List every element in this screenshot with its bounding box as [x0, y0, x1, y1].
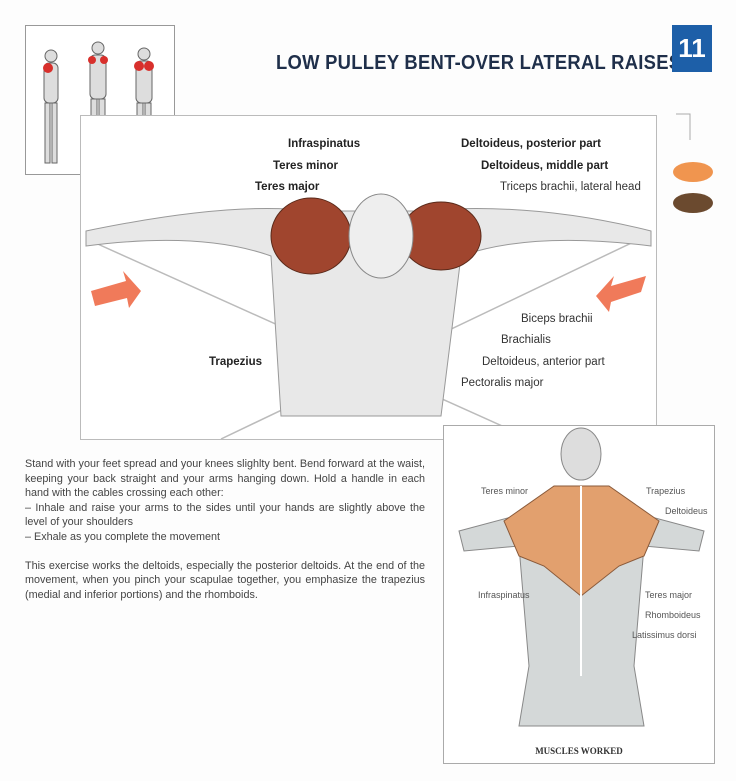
muscles-explanation: This exercise works the deltoids, especi…: [25, 559, 425, 601]
label-deltoideus: Deltoideus: [665, 506, 708, 516]
label-teres-minor: Teres minor: [481, 486, 529, 496]
secondary-muscle-color-swatch: [673, 193, 713, 213]
exercise-description: Stand with your feet spread and your kne…: [25, 457, 425, 616]
muscles-worked-figure: Teres minor Trapezius Deltoideus Infrasp…: [443, 425, 715, 764]
label-teres-minor: Teres minor: [273, 160, 338, 172]
label-trapezius: Trapezius: [646, 486, 686, 496]
label-delt-posterior: Deltoideus, posterior part: [461, 138, 601, 150]
exercise-illustration: Infraspinatus Teres minor Teres major De…: [80, 115, 657, 440]
exercise-number-badge: 11: [672, 25, 712, 72]
label-pectoralis: Pectoralis major: [461, 377, 544, 389]
label-infraspinatus: Infraspinatus: [288, 138, 361, 150]
muscles-worked-caption: MUSCLES WORKED: [535, 746, 623, 756]
instructions-text: Stand with your feet spread and your kne…: [25, 458, 425, 500]
bracket-line: [676, 113, 691, 140]
label-trapezius: Trapezius: [209, 356, 263, 368]
primary-muscle-color-swatch: [673, 162, 713, 182]
label-brachialis: Brachialis: [501, 334, 551, 346]
step-exhale: – Exhale as you complete the movement: [25, 530, 221, 543]
label-rhomboideus: Rhomboideus: [645, 610, 701, 620]
label-teres-major: Teres major: [255, 181, 320, 193]
step-inhale: – Inhale and raise your arms to the side…: [25, 501, 425, 529]
label-delt-anterior: Deltoideus, anterior part: [482, 356, 605, 368]
page-title: LOW PULLEY BENT-OVER LATERAL RAISES: [276, 52, 682, 74]
label-infraspinatus: Infraspinatus: [478, 590, 530, 600]
label-triceps: Triceps brachii, lateral head: [500, 181, 641, 193]
label-delt-middle: Deltoideus, middle part: [481, 160, 609, 172]
label-biceps: Biceps brachii: [521, 313, 593, 325]
label-teres-major: Teres major: [645, 590, 693, 600]
label-latissimus-dorsi: Latissimus dorsi: [632, 630, 697, 640]
